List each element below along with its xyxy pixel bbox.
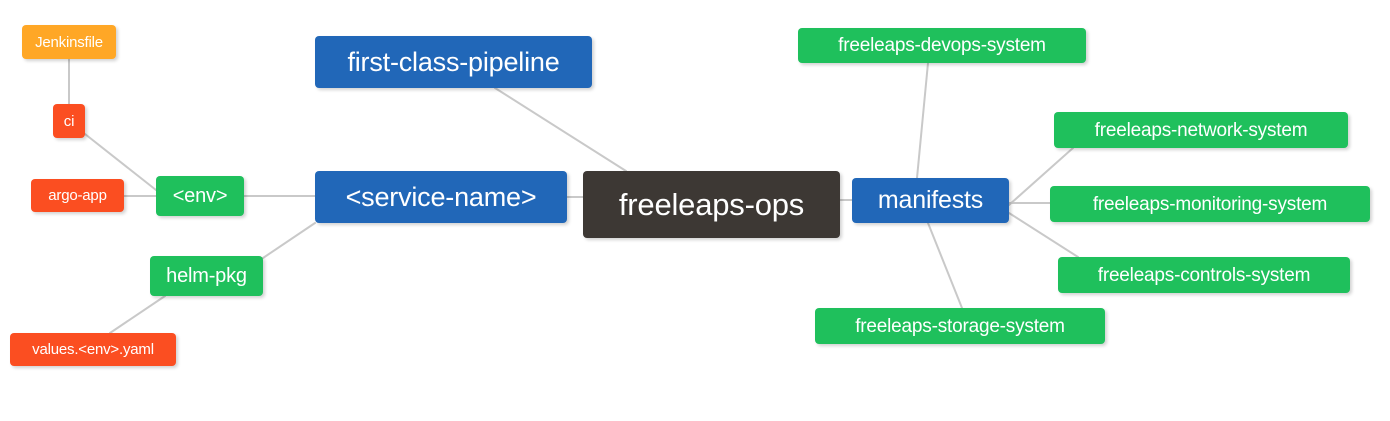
node-freeleaps-controls-system[interactable]: freeleaps-controls-system (1058, 257, 1350, 293)
edge-helmpkg-values (109, 295, 166, 334)
node-label: freeleaps-controls-system (1097, 264, 1311, 286)
node-freeleaps-devops-system[interactable]: freeleaps-devops-system (798, 28, 1086, 63)
node-label: freeleaps-storage-system (855, 315, 1065, 337)
edge-manifests-devops (916, 62, 929, 179)
node-freeleaps-network-system[interactable]: freeleaps-network-system (1054, 112, 1348, 148)
node-label: freeleaps-ops (618, 187, 805, 222)
edge-pipeline-ops (494, 87, 627, 172)
node-label: manifests (877, 186, 984, 214)
node-label: argo-app (48, 187, 107, 204)
node-ci[interactable]: ci (53, 104, 85, 138)
node-manifests[interactable]: manifests (852, 178, 1009, 223)
node-values-yaml[interactable]: values.<env>.yaml (10, 333, 176, 366)
node-label: freeleaps-monitoring-system (1092, 193, 1328, 215)
node-first-class-pipeline[interactable]: first-class-pipeline (315, 36, 592, 88)
node-helm-pkg[interactable]: helm-pkg (150, 256, 263, 296)
node-service-name[interactable]: <service-name> (315, 171, 567, 223)
node-label: freeleaps-devops-system (838, 35, 1046, 56)
node-label: Jenkinsfile (35, 33, 103, 51)
node-label: helm-pkg (166, 265, 247, 287)
node-label: freeleaps-network-system (1094, 119, 1308, 141)
node-argo-app[interactable]: argo-app (31, 179, 124, 212)
node-label: ci (63, 112, 75, 130)
node-freeleaps-ops[interactable]: freeleaps-ops (583, 171, 840, 238)
node-freeleaps-monitoring-system[interactable]: freeleaps-monitoring-system (1050, 186, 1370, 222)
node-label: <service-name> (345, 181, 537, 212)
node-env[interactable]: <env> (156, 176, 244, 216)
edge-servicename-helmpkg (262, 222, 316, 259)
node-jenkinsfile[interactable]: Jenkinsfile (22, 25, 116, 59)
node-freeleaps-storage-system[interactable]: freeleaps-storage-system (815, 308, 1105, 344)
node-label: first-class-pipeline (347, 46, 560, 77)
node-label: values.<env>.yaml (32, 341, 154, 358)
node-label: <env> (172, 185, 228, 207)
edge-manifests-storage (927, 222, 963, 309)
